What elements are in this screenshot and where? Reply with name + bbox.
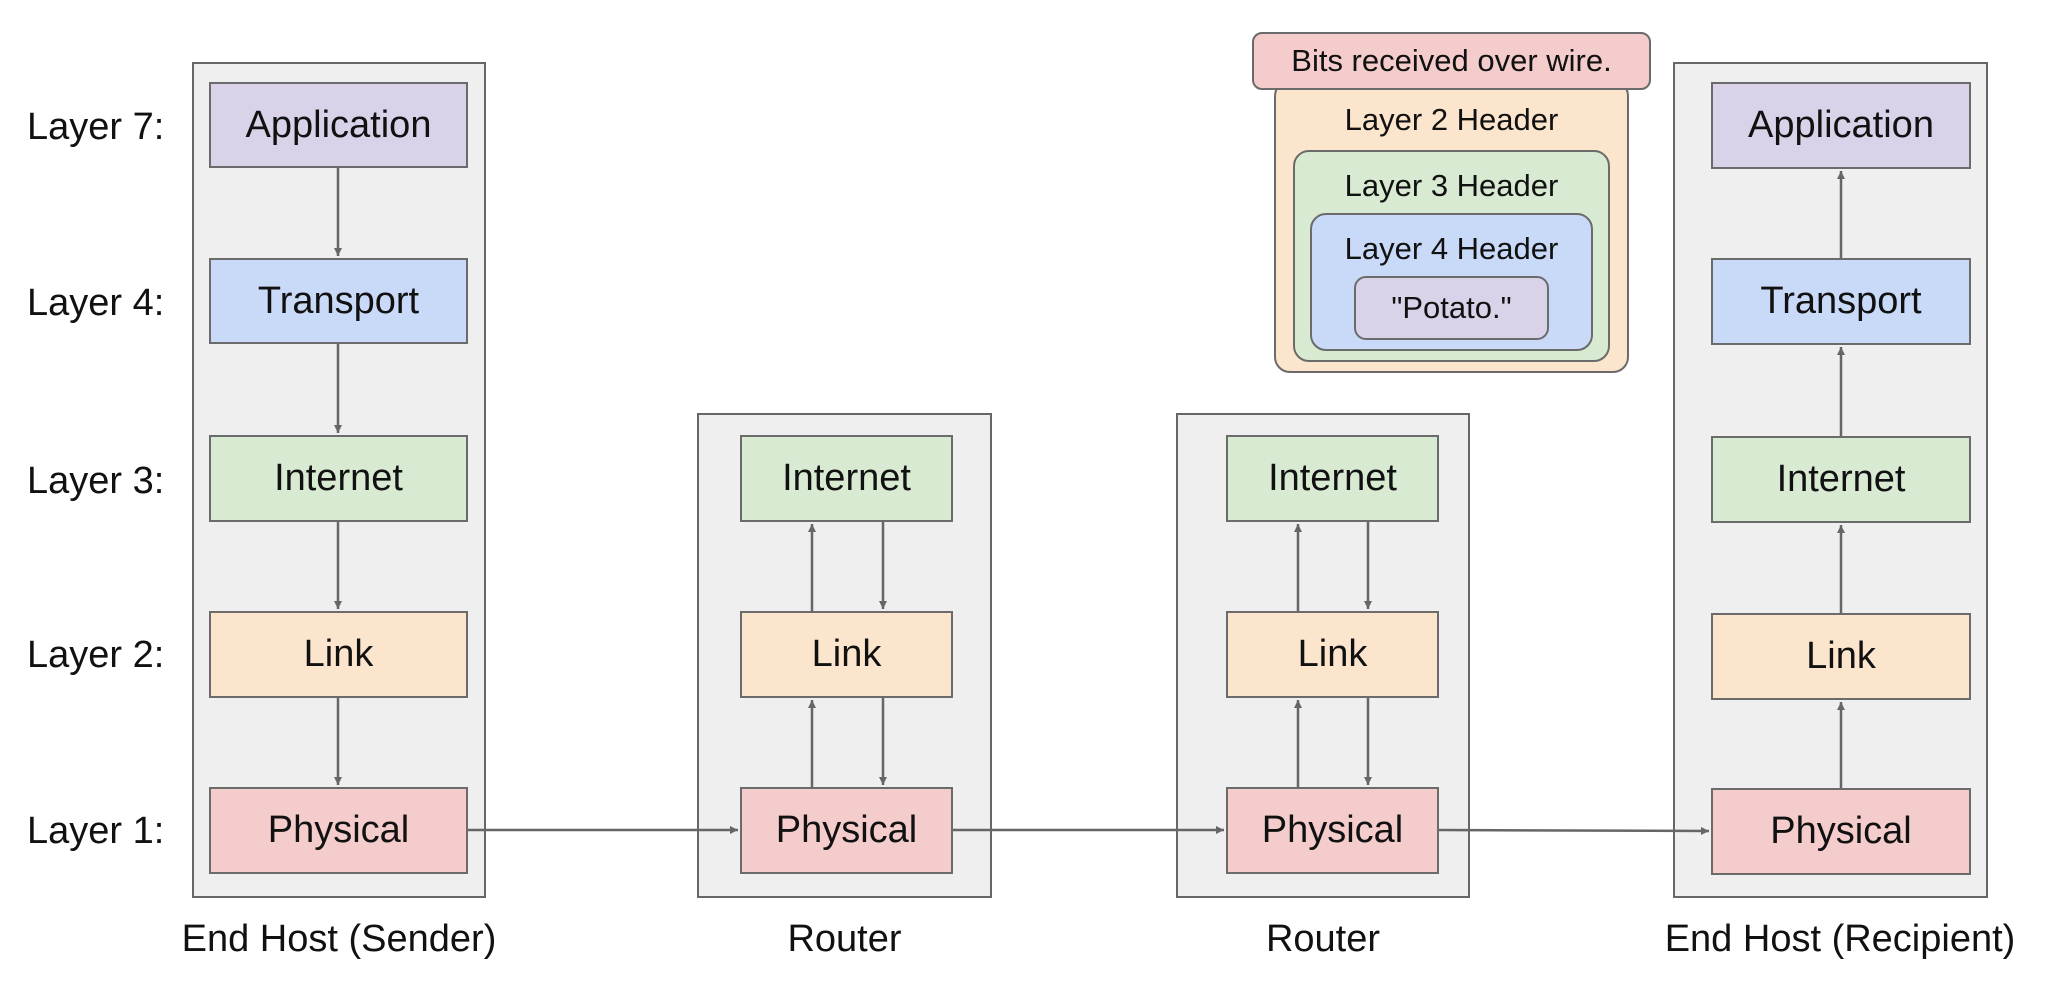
router1-link: Link [740, 611, 953, 698]
router2-link: Link [1226, 611, 1439, 698]
layer-label-4: Layer 4: [27, 282, 165, 324]
sender-application: Application [209, 82, 468, 168]
packet-layer4-label: Layer 4 Header [1344, 231, 1559, 266]
recipient-physical: Physical [1711, 788, 1971, 875]
recipient-link: Link [1711, 613, 1971, 700]
recipient-application: Application [1711, 82, 1971, 169]
packet-bits-label: Bits received over wire. [1252, 32, 1651, 90]
router2-physical: Physical [1226, 787, 1439, 874]
packet-payload-text: "Potato." [1391, 290, 1512, 325]
packet-payload: "Potato." [1354, 276, 1549, 340]
router1-caption: Router [787, 918, 902, 960]
arrow-wire-router2-to-recipient [1438, 826, 1710, 835]
router1-physical: Physical [740, 787, 953, 874]
layer-label-3: Layer 3: [27, 460, 165, 502]
packet-layer3-label: Layer 3 Header [1344, 168, 1559, 203]
router2-internet: Internet [1226, 435, 1439, 522]
sender-internet: Internet [209, 435, 468, 522]
recipient-caption: End Host (Recipient) [1664, 918, 2016, 960]
router2-caption: Router [1265, 918, 1381, 960]
layer-label-2: Layer 2: [27, 634, 165, 676]
sender-transport: Transport [209, 258, 468, 344]
recipient-internet: Internet [1711, 436, 1971, 523]
layer-label-1: Layer 1: [27, 810, 165, 852]
sender-link: Link [209, 611, 468, 698]
packet-layer2-label: Layer 2 Header [1344, 102, 1559, 137]
sender-physical: Physical [209, 787, 468, 874]
sender-caption: End Host (Sender) [181, 918, 497, 960]
recipient-transport: Transport [1711, 258, 1971, 345]
layer-label-7: Layer 7: [27, 106, 165, 148]
router1-internet: Internet [740, 435, 953, 522]
packet-bits-text: Bits received over wire. [1291, 43, 1612, 78]
